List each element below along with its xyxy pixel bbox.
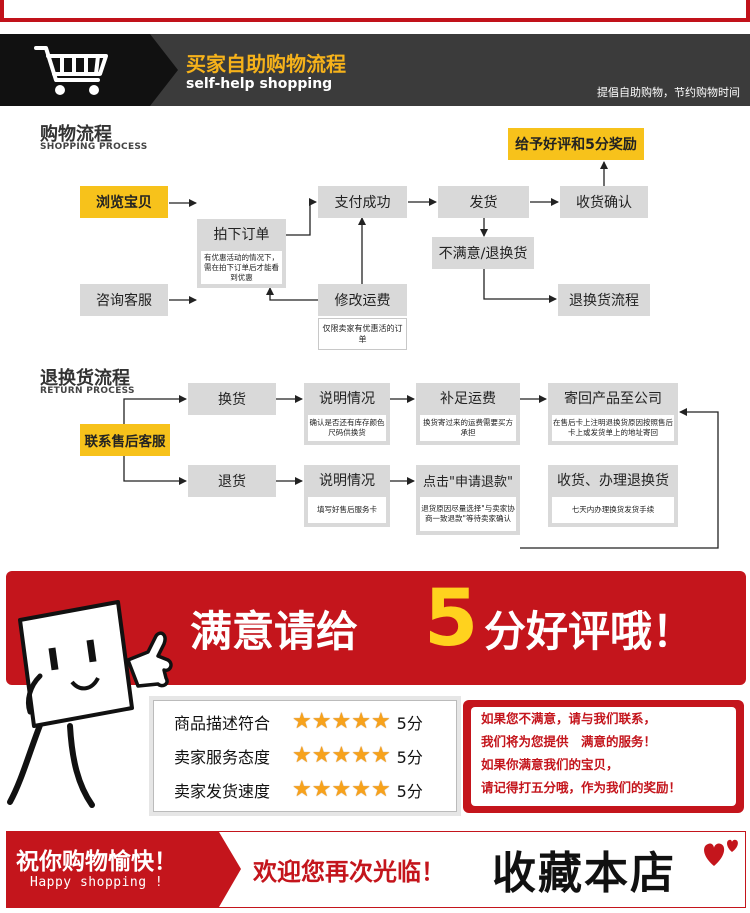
explain-refund-label: 说明情况 (319, 473, 375, 489)
explain-exchange-step: 说明情况 确认是否还有库存颜色尺码供换货 (304, 383, 390, 445)
star-icon: ★ (311, 709, 332, 734)
shipping-fee-step: 补足运费 换货寄过来的运费需要买方承担 (416, 383, 520, 445)
contact-service-step: 联系售后客服 (80, 424, 170, 456)
rating-label: 卖家服务态度 (174, 748, 271, 767)
message-line: 请记得打五分哦，作为我们的奖励！ (481, 780, 682, 795)
rating-value: 5分 (396, 748, 423, 767)
browse-step: 浏览宝贝 (80, 186, 168, 218)
consult-step: 咨询客服 (80, 284, 168, 316)
footer-welcome: 欢迎您再次光临！ (253, 857, 445, 886)
return-flow-step: 退换货流程 (558, 284, 650, 316)
modify-shipping-note: 仅限卖家有优惠活的订单 (318, 318, 407, 350)
message-text: 如果您不满意，请与我们联系， 我们将为您提供 满意的服务！ 如果你满意我们的宝贝… (471, 707, 736, 806)
apply-refund-step: 点击"申请退款" 退货原因尽量选择"与卖家协商一致退款"等待卖家确认 (416, 465, 520, 535)
star-icon: ★ (292, 709, 312, 734)
apply-refund-label: 点击"申请退款" (423, 474, 513, 490)
rating-row: 卖家服务态度 ★★★★★ 5分 (174, 741, 423, 771)
footer-red-panel (7, 832, 219, 907)
star-icon: ★ (331, 709, 352, 734)
flow-connectors (123, 161, 719, 549)
mascot-icon (7, 600, 173, 808)
banner-text-2: 分好评哦！ (484, 607, 695, 656)
star-icon: ★ (331, 777, 352, 802)
star-icon: ★ (370, 709, 391, 734)
top-frame (0, 0, 750, 22)
process-return-note: 七天内办理换货发货手续 (552, 497, 674, 523)
hearts-icon (704, 839, 738, 866)
header-arrow (150, 34, 178, 106)
send-back-label: 寄回产品至公司 (564, 391, 662, 407)
shopping-process-title: 购物流程 (40, 124, 112, 145)
header-title: 买家自助购物流程 (186, 52, 346, 76)
rating-value: 5分 (396, 714, 423, 733)
star-icon: ★ (370, 743, 391, 768)
modify-shipping-step: 修改运费 (318, 284, 407, 316)
ship-step: 发货 (438, 186, 529, 218)
return-process-subtitle: RETURN PROCESS (40, 386, 135, 396)
footer-wish: 祝你购物愉快！ (16, 848, 177, 875)
header-subtitle: self-help shopping (186, 76, 333, 92)
shopping-process-subtitle: SHOPPING PROCESS (40, 142, 148, 152)
explain-refund-step: 说明情况 填写好售后服务卡 (304, 465, 390, 527)
star-icon: ★ (331, 743, 352, 768)
cart-panel (0, 34, 150, 106)
shipping-fee-note: 换货寄过来的运费需要买方承担 (420, 415, 516, 441)
process-return-step: 收货、办理退换货 七天内办理换货发货手续 (548, 465, 678, 527)
unhappy-step: 不满意/退换货 (432, 237, 534, 269)
star-icon: ★ (351, 743, 371, 768)
ratings-panel: 商品描述符合 ★★★★★ 5分 卖家服务态度 ★★★★★ 5分 卖家发货速度 ★… (153, 700, 457, 812)
explain-refund-note: 填写好售后服务卡 (308, 497, 386, 523)
apply-refund-note: 退货原因尽量选择"与卖家协商一致退款"等待卖家确认 (420, 497, 516, 531)
message-line: 如果您不满意，请与我们联系， (481, 711, 657, 726)
footer-wish-en: Happy shopping ! (30, 875, 164, 890)
send-back-note: 在售后卡上注明退换货原因按照售后卡上或发货单上的地址寄回 (552, 415, 674, 441)
star-icon: ★ (292, 743, 312, 768)
shipping-fee-label: 补足运费 (440, 391, 496, 407)
rating-label: 卖家发货速度 (174, 782, 271, 801)
header-tagline: 提倡自助购物，节约购物时间 (597, 86, 740, 99)
star-icon: ★ (311, 743, 332, 768)
banner-text-1: 满意请给 (190, 607, 359, 656)
order-step-label: 拍下订单 (213, 227, 270, 243)
star-icon: ★ (311, 777, 332, 802)
star-icon: ★ (370, 777, 391, 802)
return-process-title: 退换货流程 (40, 368, 130, 389)
message-line: 我们将为您提供 满意的服务！ (481, 734, 657, 749)
explain-exchange-note: 确认是否还有库存颜色尺码供换货 (308, 415, 386, 441)
receive-step: 收货确认 (560, 186, 648, 218)
refund-step: 退货 (188, 465, 276, 497)
exchange-step: 换货 (188, 383, 276, 415)
star-icon: ★ (351, 777, 371, 802)
rating-label: 商品描述符合 (174, 714, 271, 733)
explain-exchange-label: 说明情况 (319, 391, 375, 407)
collect-store-button[interactable]: 收藏本店 (492, 848, 676, 899)
star-icon: ★ (292, 777, 312, 802)
order-step: 拍下订单 有优惠活动的情况下，需在拍下订单后才能看到优惠 (197, 219, 286, 288)
send-back-step: 寄回产品至公司 在售后卡上注明退换货原因按照售后卡上或发货单上的地址寄回 (548, 383, 678, 445)
payment-step: 支付成功 (318, 186, 407, 218)
shopping-cart-icon (34, 46, 108, 95)
header-bar: 买家自助购物流程 self-help shopping 提倡自助购物，节约购物时… (0, 34, 750, 106)
process-return-label: 收货、办理退换货 (557, 473, 669, 489)
rating-value: 5分 (396, 782, 423, 801)
star-icon: ★ (351, 709, 371, 734)
rating-row: 商品描述符合 ★★★★★ 5分 (174, 707, 423, 737)
order-step-note: 有优惠活动的情况下，需在拍下订单后才能看到优惠 (201, 251, 282, 284)
reward-step: 给予好评和5分奖励 (508, 128, 644, 160)
message-line: 如果你满意我们的宝贝， (481, 757, 619, 772)
footer-arrow (219, 832, 241, 907)
banner-five: 5 (424, 574, 479, 664)
rating-row: 卖家发货速度 ★★★★★ 5分 (174, 775, 423, 805)
